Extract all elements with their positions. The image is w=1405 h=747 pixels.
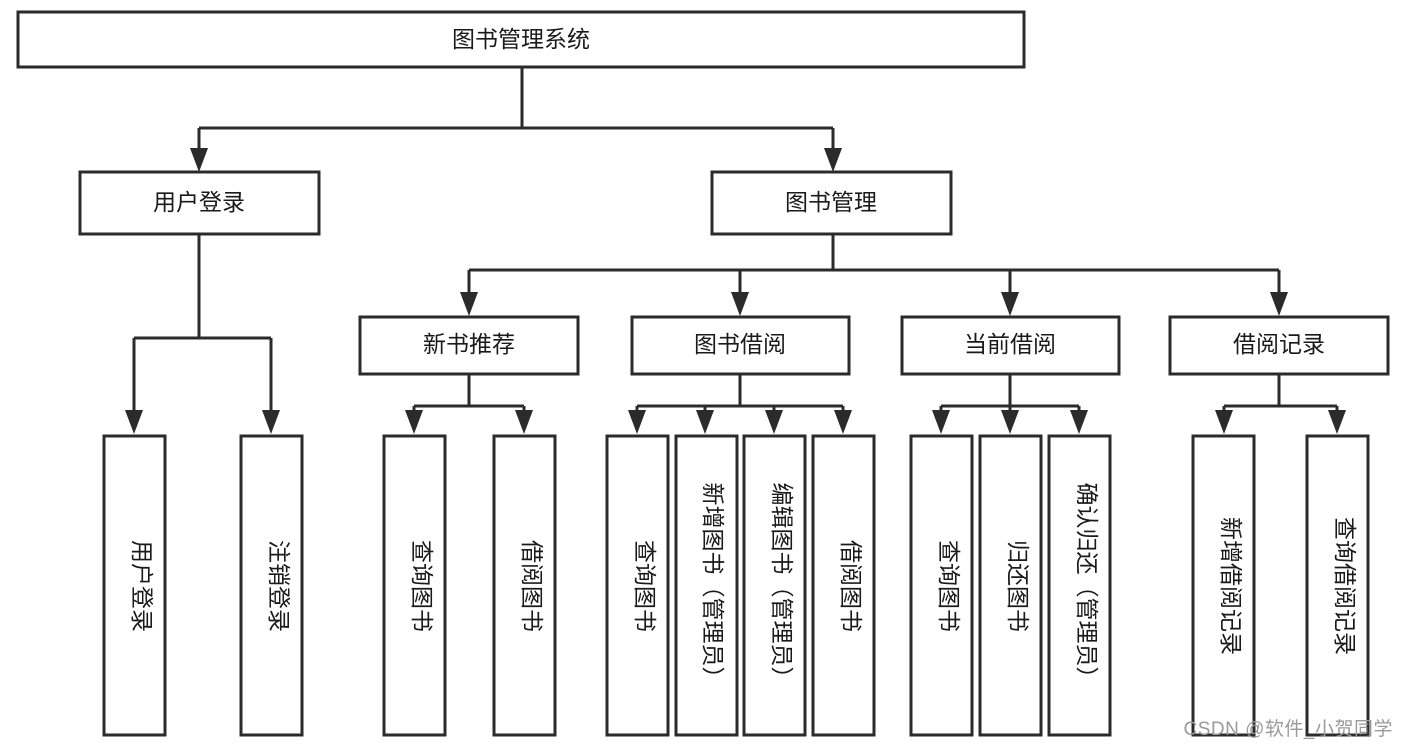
leaf-book-borrow-1-label: 新增图书（管理员）: [700, 483, 726, 690]
leaf-book-borrow-2[interactable]: 编辑图书（管理员）: [742, 434, 807, 737]
node-root-label: 图书管理系统: [452, 26, 590, 52]
node-book-management-label: 图书管理: [785, 189, 877, 215]
node-new-book-recommend[interactable]: 新书推荐: [358, 315, 580, 376]
node-book-borrow[interactable]: 图书借阅: [630, 315, 851, 376]
node-new-book-recommend-label: 新书推荐: [423, 331, 515, 357]
node-current-borrow[interactable]: 当前借阅: [900, 315, 1121, 376]
node-book-borrow-label: 图书借阅: [694, 331, 786, 357]
leaf-current-borrow-0-label: 查询图书: [936, 540, 962, 632]
leaf-user-login-0-label: 用户登录: [129, 540, 155, 632]
leaf-borrow-record-1-label: 查询借阅记录: [1332, 517, 1358, 655]
node-user-login[interactable]: 用户登录: [78, 170, 321, 236]
leaf-new-book-recommend-0-label: 查询图书: [409, 540, 435, 632]
edge-currentborrow-to-leaves: [932, 374, 1088, 434]
leaf-borrow-record-1[interactable]: 查询借阅记录: [1305, 434, 1370, 737]
node-root[interactable]: 图书管理系统: [16, 10, 1026, 69]
leaf-user-login-1-label: 注销登录: [266, 540, 292, 632]
node-current-borrow-label: 当前借阅: [964, 331, 1056, 357]
leaf-current-borrow-0[interactable]: 查询图书: [909, 434, 974, 737]
leaf-book-borrow-3[interactable]: 借阅图书: [811, 434, 876, 737]
node-user-login-label: 用户登录: [153, 189, 245, 215]
leaf-book-borrow-0[interactable]: 查询图书: [605, 434, 670, 737]
leaf-new-book-recommend-1-label: 借阅图书: [519, 540, 545, 632]
csdn-watermark: CSDN @软件_小贺同学: [1183, 719, 1393, 740]
leaf-current-borrow-2[interactable]: 确认归还（管理员）: [1047, 434, 1112, 737]
leaf-book-borrow-3-label: 借阅图书: [838, 540, 864, 632]
leaf-new-book-recommend-1[interactable]: 借阅图书: [492, 434, 557, 737]
leaf-book-borrow-1[interactable]: 新增图书（管理员）: [674, 434, 739, 737]
edge-bookmgmt-to-level2: [460, 234, 1288, 316]
node-book-management[interactable]: 图书管理: [710, 170, 953, 236]
leaf-user-login-0[interactable]: 用户登录: [102, 434, 167, 737]
leaf-current-borrow-1-label: 归还图书: [1005, 540, 1031, 632]
edge-borrowrecord-to-leaves: [1215, 374, 1346, 434]
node-borrow-record[interactable]: 借阅记录: [1168, 315, 1390, 376]
edge-bookborrow-to-leaves: [628, 374, 852, 434]
leaf-current-borrow-1[interactable]: 归还图书: [978, 434, 1043, 737]
edge-userlogin-to-leaves: [125, 234, 280, 434]
edge-root-to-level1: [190, 67, 842, 172]
leaf-new-book-recommend-0[interactable]: 查询图书: [382, 434, 447, 737]
leaf-current-borrow-2-label: 确认归还（管理员）: [1074, 483, 1100, 690]
leaf-borrow-record-0-label: 新增借阅记录: [1218, 517, 1244, 655]
leaf-book-borrow-2-label: 编辑图书（管理员）: [769, 483, 795, 690]
leaf-borrow-record-0[interactable]: 新增借阅记录: [1191, 434, 1256, 737]
node-borrow-record-label: 借阅记录: [1233, 331, 1325, 357]
edge-newbook-to-leaves: [405, 374, 533, 434]
leaf-user-login-1[interactable]: 注销登录: [239, 434, 304, 737]
leaf-book-borrow-0-label: 查询图书: [632, 540, 658, 632]
